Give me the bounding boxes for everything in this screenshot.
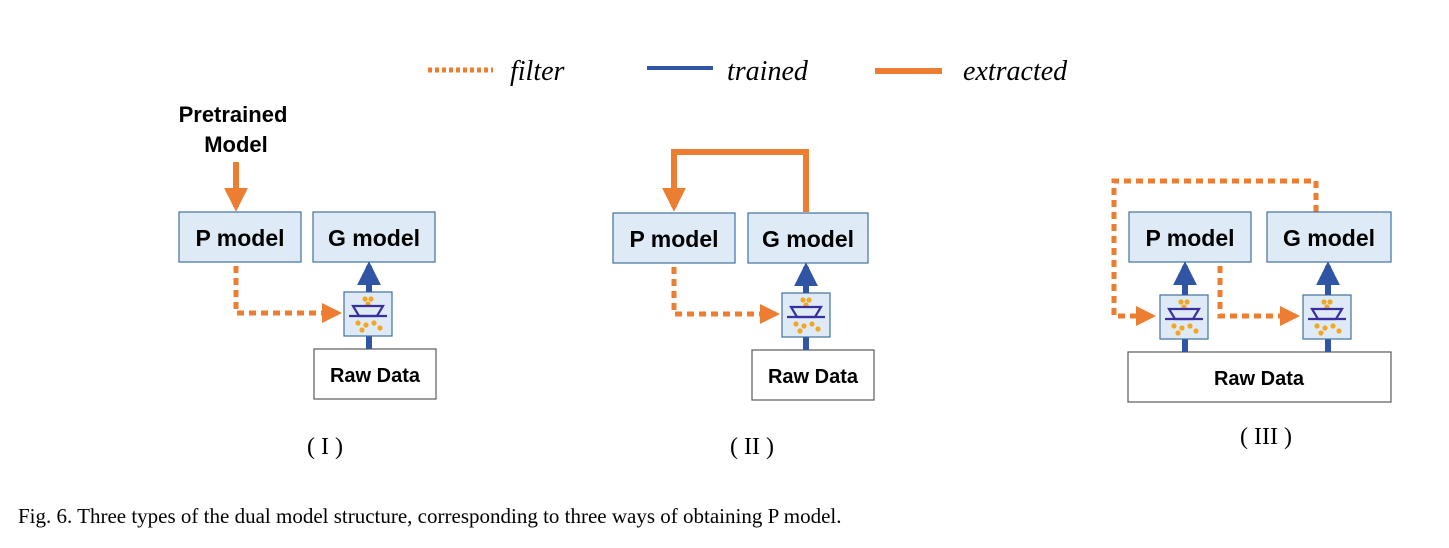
raw-data-label: Raw Data (768, 366, 859, 388)
g-model-label: G model (328, 225, 420, 251)
filter-icon (1302, 294, 1352, 340)
panel-three-label: ( III ) (1240, 424, 1292, 450)
filter-loop-arrow (1111, 178, 1319, 326)
p-model-label: P model (1145, 225, 1234, 251)
filter-icon (781, 292, 831, 338)
filter-arrow (1217, 266, 1300, 326)
panel-one: Pretrained Model P model G model Raw Dat… (178, 102, 437, 460)
raw-data-label: Raw Data (330, 365, 421, 387)
panel-two: P model G model Raw Data ( II ) (612, 149, 875, 460)
g-model-box (747, 212, 869, 264)
p-model-box (178, 211, 302, 263)
panel-three: P model G model Raw Data (1111, 178, 1392, 450)
legend-filter-label: filter (510, 56, 565, 87)
g-model-box (312, 211, 436, 263)
figure-caption: Fig. 6. Three types of the dual model st… (18, 504, 842, 528)
filter-icon (1159, 294, 1209, 340)
p-model-label: P model (629, 226, 718, 252)
panel-one-label: ( I ) (307, 434, 343, 460)
p-model-box (1128, 211, 1252, 263)
filter-icon (343, 291, 393, 337)
p-model-box (612, 212, 736, 264)
raw-data-box (313, 348, 437, 400)
raw-data-box (1127, 351, 1392, 403)
legend: filter trained extracted (428, 56, 1068, 87)
pretrained-model-label: Pretrained (179, 102, 288, 127)
raw-data-box (751, 349, 875, 401)
filter-arrow (233, 266, 342, 323)
p-model-label: P model (195, 225, 284, 251)
extracted-arrow (662, 149, 809, 212)
g-model-label: G model (1283, 225, 1375, 251)
legend-trained-label: trained (727, 56, 809, 87)
g-model-box (1266, 211, 1392, 263)
pretrained-model-label-line2: Model (204, 132, 268, 157)
legend-extracted-label: extracted (963, 56, 1068, 87)
filter-arrow (671, 267, 780, 324)
raw-data-label: Raw Data (1214, 368, 1305, 390)
panel-two-label: ( II ) (730, 434, 774, 460)
g-model-label: G model (762, 226, 854, 252)
